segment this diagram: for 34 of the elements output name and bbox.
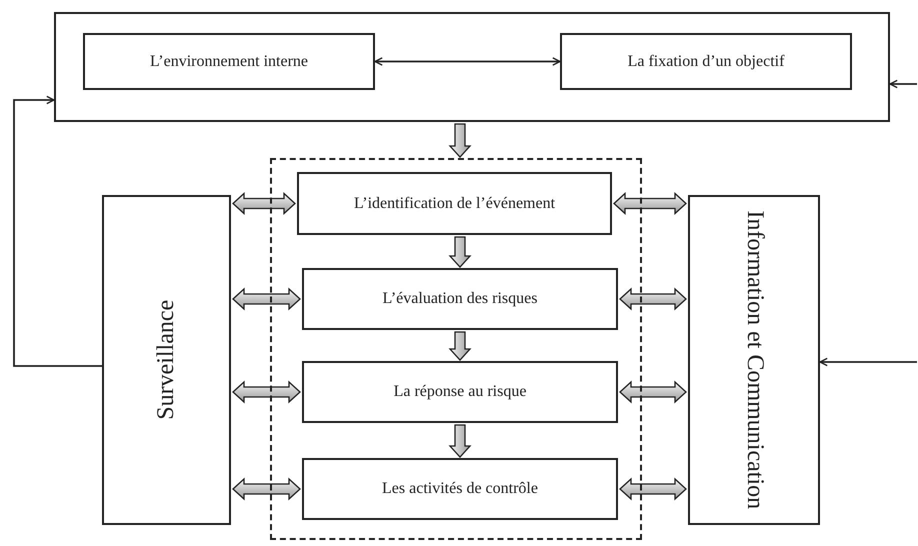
box-label: Les activités de contrôle <box>381 479 539 500</box>
box-label: La fixation d’un objectif <box>626 52 786 72</box>
block-arrow <box>448 236 472 268</box>
double-block-arrow <box>232 192 296 215</box>
process-box <box>297 172 612 235</box>
double-block-arrow <box>613 192 687 215</box>
arrow <box>889 80 917 88</box>
block-arrow <box>448 331 472 361</box>
double-block-arrow <box>619 288 687 310</box>
group-box <box>54 12 890 122</box>
process-box <box>302 268 618 330</box>
vertical-label: Information et Communication <box>740 210 768 510</box>
box-label: L’environnement interne <box>148 52 310 72</box>
box-label: L’évaluation des risques <box>382 289 538 310</box>
process-box <box>83 33 375 90</box>
arrow <box>819 358 917 366</box>
process-box <box>102 195 231 525</box>
vertical-label: Surveillance <box>152 299 180 422</box>
process-box <box>560 33 852 90</box>
double-block-arrow <box>232 380 301 404</box>
box-label: L’identification de l’événement <box>352 194 556 214</box>
double-block-arrow <box>232 478 301 500</box>
block-arrow <box>448 424 472 458</box>
arrow <box>374 57 561 66</box>
process-box <box>302 458 618 520</box>
box-label: La réponse au risque <box>392 382 528 402</box>
double-block-arrow <box>619 380 687 404</box>
block-arrow <box>448 123 472 158</box>
double-block-arrow <box>232 288 301 310</box>
double-block-arrow <box>619 478 687 500</box>
arrow <box>13 96 102 367</box>
process-box <box>688 195 820 525</box>
dashed-group-box <box>270 158 642 540</box>
process-box <box>302 361 618 423</box>
